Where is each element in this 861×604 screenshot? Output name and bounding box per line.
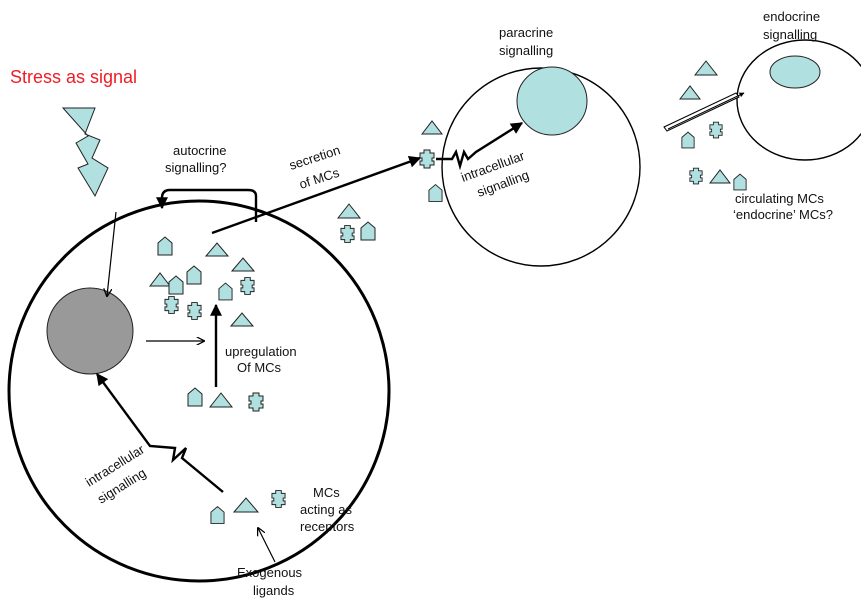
mc-cross-shape: [164, 296, 179, 314]
receptors-label-line2: acting as: [300, 502, 353, 517]
exogenous-label-line2: ligands: [253, 583, 295, 598]
circulating-label-line2: ‘endocrine’ MCs?: [733, 207, 833, 222]
endocrine-cell: [736, 39, 861, 161]
mc-triangle-shape: [230, 257, 256, 272]
mc-triangle-shape: [708, 169, 732, 184]
mc-cross-shape: [271, 490, 286, 508]
mc-cross-shape: [240, 277, 255, 295]
grey-nucleus: [46, 287, 134, 375]
mc-cross-shape: [709, 121, 723, 139]
stress-arrow: [107, 211, 117, 296]
mc-triangle-shape: [229, 312, 255, 327]
endocrine-label-line2: signalling: [763, 27, 817, 42]
mc-triangle-shape: [336, 203, 362, 219]
stress-label: Stress as signal: [10, 67, 137, 87]
mc-triangle-shape: [678, 85, 702, 100]
mc-cross-shape: [419, 149, 435, 169]
mc-receptors: [210, 490, 286, 524]
paracrine-cell: [441, 67, 641, 267]
paracrine-nucleus: [516, 66, 588, 136]
intracellular-signalling-arrow-left: [96, 373, 224, 493]
paracrine-label-line1: paracrine: [499, 25, 553, 40]
mc-cluster-main-cell: [148, 236, 264, 412]
mc-secreted-group: [336, 120, 444, 243]
lightning-bolt-icon: [61, 107, 109, 198]
exogenous-label-line1: Exogenous: [237, 565, 303, 580]
mc-pentagon-shape: [733, 173, 747, 191]
mc-triangle-shape: [204, 242, 230, 257]
mc-cross-shape: [689, 167, 703, 185]
circulating-label-line1: circulating MCs: [735, 191, 824, 206]
mc-pentagon-shape: [681, 131, 695, 149]
endocrine-arrow: [667, 92, 745, 130]
mc-circulating-group: [678, 60, 747, 191]
upregulation-label-line2: Of MCs: [237, 360, 282, 375]
paracrine-label-line2: signalling: [499, 43, 553, 58]
mc-pentagon-shape: [428, 184, 443, 202]
autocrine-label-line2: signalling?: [165, 160, 226, 175]
exogenous-arrow: [258, 528, 276, 563]
upregulation-label-line1: upregulation: [225, 344, 297, 359]
mc-cross-shape: [248, 392, 264, 412]
autocrine-loop-arrow: [156, 188, 258, 222]
mc-triangle-shape: [693, 60, 719, 76]
autocrine-label-line1: autocrine: [173, 143, 226, 158]
mc-pentagon-shape: [360, 221, 376, 241]
mc-cross-shape: [187, 302, 202, 320]
endocrine-nucleus: [769, 55, 821, 89]
mc-triangle-shape: [208, 392, 234, 408]
mc-triangle-shape: [148, 272, 172, 287]
secretion-arrow: [211, 156, 422, 235]
mc-triangle-shape: [232, 497, 260, 513]
receptors-label-line1: MCs: [313, 485, 340, 500]
intracellular-signalling-arrow-right: [436, 121, 524, 171]
mc-triangle-shape: [420, 120, 444, 135]
mc-cross-shape: [340, 225, 355, 243]
endocrine-label-line1: endocrine: [763, 9, 820, 24]
receptors-label-line3: receptors: [300, 519, 355, 534]
